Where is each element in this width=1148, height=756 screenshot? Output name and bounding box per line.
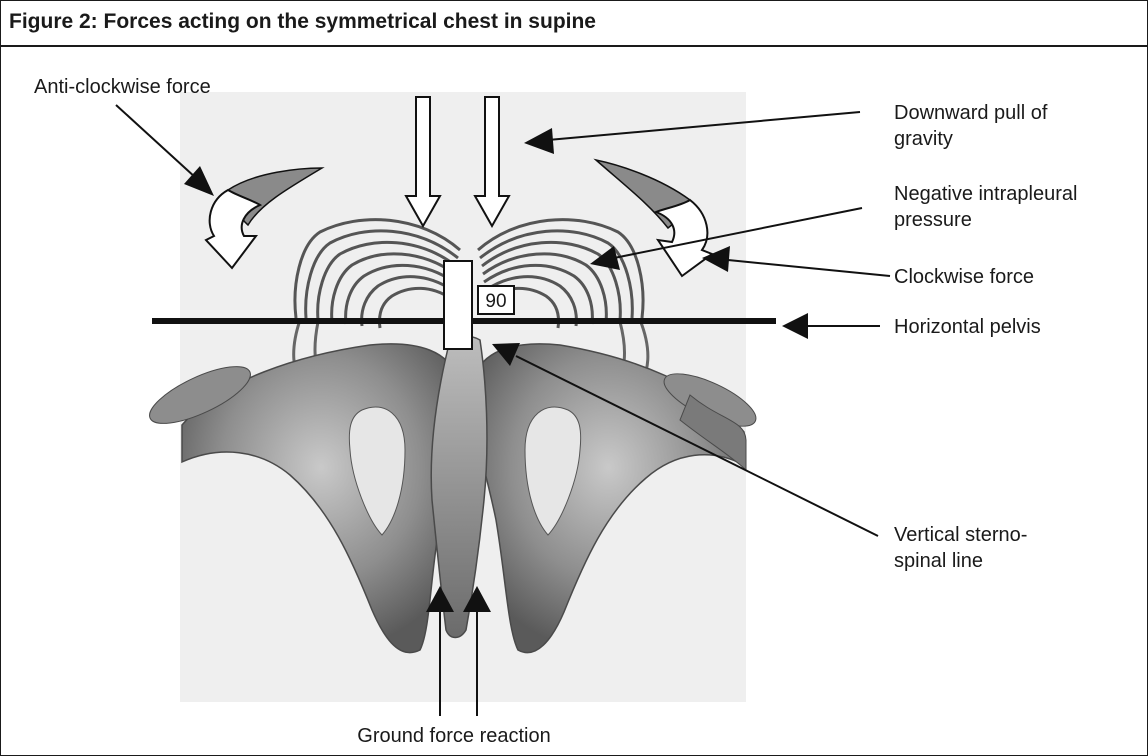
- label-intrapleural-line1: Negative intrapleural: [894, 183, 1077, 205]
- pelvis-leader: [782, 313, 880, 339]
- label-sterno-line2: spinal line: [894, 550, 983, 572]
- right-angle-value: 90: [485, 291, 506, 312]
- label-horizontal-pelvis: Horizontal pelvis: [894, 316, 1041, 338]
- label-ground-force-reaction: Ground force reaction: [357, 725, 550, 747]
- label-clockwise-force: Clockwise force: [894, 266, 1034, 288]
- label-sterno-line1: Vertical sterno-: [894, 524, 1027, 546]
- label-anticlockwise-force: Anti-clockwise force: [34, 76, 211, 98]
- label-gravity-line1: Downward pull of: [894, 102, 1048, 124]
- vertical-sterno-spinal-bar: [444, 261, 472, 349]
- label-intrapleural-line2: pressure: [894, 209, 972, 231]
- label-gravity-line2: gravity: [894, 128, 953, 150]
